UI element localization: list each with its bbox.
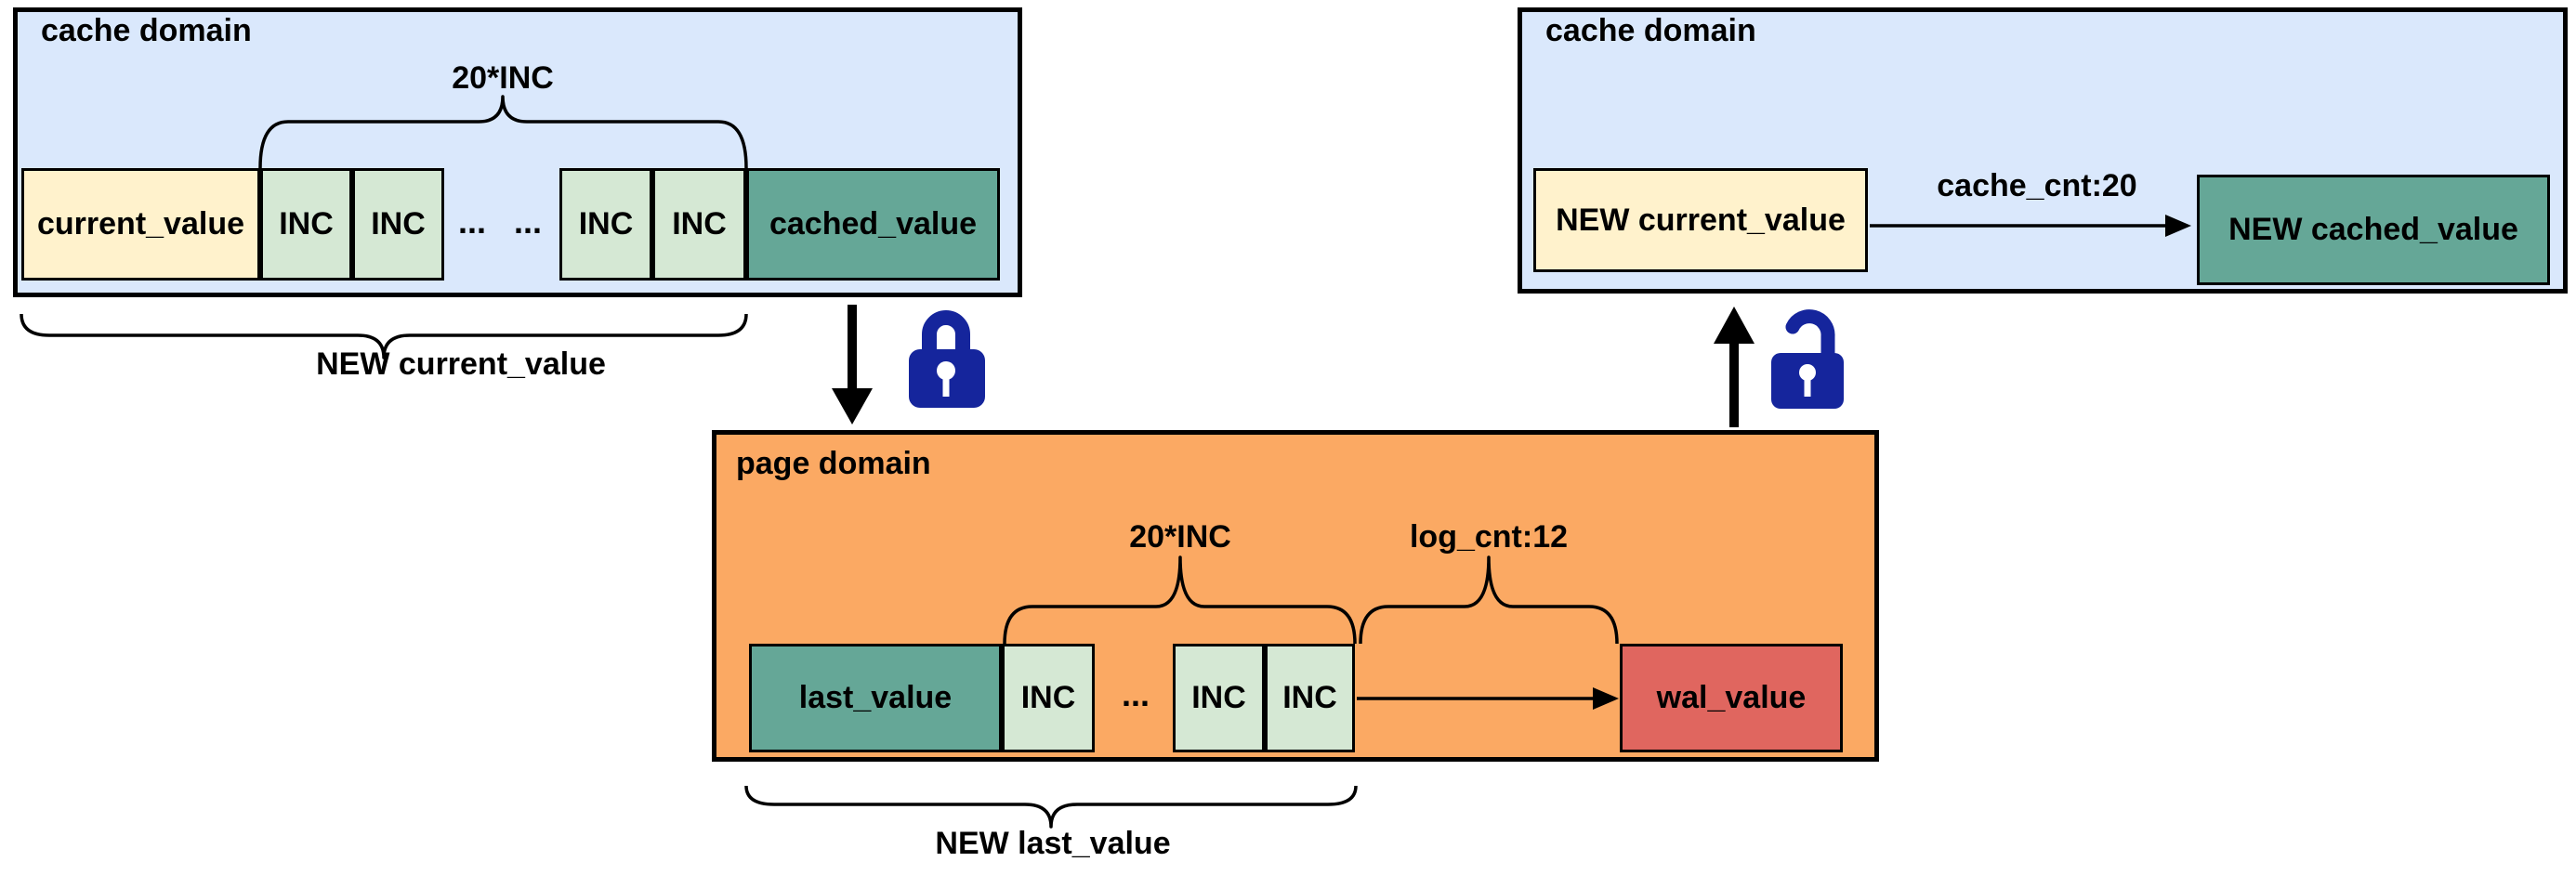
inc-label: INC (672, 206, 727, 242)
current-value-label: current_value (37, 206, 244, 242)
wal-value-box: wal_value (1620, 644, 1843, 752)
ellipsis: ... (457, 202, 486, 241)
inc-box: INC (1265, 644, 1355, 752)
inc-box: INC (559, 168, 652, 281)
inc-label: INC (1282, 680, 1337, 715)
new-current-value-label: NEW current_value (1556, 202, 1846, 238)
log-cnt-label: log_cnt:12 (1409, 519, 1569, 555)
lock-closed-icon (909, 310, 985, 408)
cached-value-label: cached_value (769, 206, 978, 242)
down-arrow (832, 305, 873, 424)
left-bottom-brace-label: NEW current_value (316, 346, 606, 382)
inc-label: INC (1020, 680, 1076, 715)
left-top-brace-label: 20*INC (452, 60, 554, 96)
new-current-value-box: NEW current_value (1533, 168, 1868, 272)
inc-label: INC (1191, 680, 1246, 715)
cache-cnt-label: cache_cnt:20 (1937, 168, 2137, 203)
inc-box: INC (1002, 644, 1095, 752)
ellipsis: ... (513, 202, 542, 241)
new-cached-value-label: NEW cached_value (2228, 212, 2518, 247)
left-cache-domain-title: cache domain (41, 13, 252, 48)
new-cached-value-box: NEW cached_value (2197, 175, 2550, 285)
inc-label: INC (371, 206, 426, 242)
last-value-box: last_value (749, 644, 1002, 752)
inc-box: INC (1173, 644, 1265, 752)
right-cache-domain-title: cache domain (1545, 13, 1756, 48)
page-top-brace-label: 20*INC (1129, 519, 1231, 555)
inc-box: INC (352, 168, 444, 281)
current-value-box: current_value (21, 168, 260, 281)
inc-box: INC (652, 168, 746, 281)
inc-label: INC (279, 206, 334, 242)
inc-label: INC (578, 206, 634, 242)
wal-value-label: wal_value (1656, 680, 1807, 715)
ellipsis: ... (1121, 675, 1150, 713)
cached-value-box: cached_value (746, 168, 1000, 281)
page-bottom-brace (744, 785, 1358, 829)
last-value-label: last_value (798, 680, 953, 715)
lock-open-icon (1771, 309, 1844, 409)
up-arrow (1714, 307, 1755, 427)
page-domain-title: page domain (736, 446, 931, 481)
inc-box: INC (260, 168, 352, 281)
page-bottom-brace-label: NEW last_value (935, 826, 1171, 861)
